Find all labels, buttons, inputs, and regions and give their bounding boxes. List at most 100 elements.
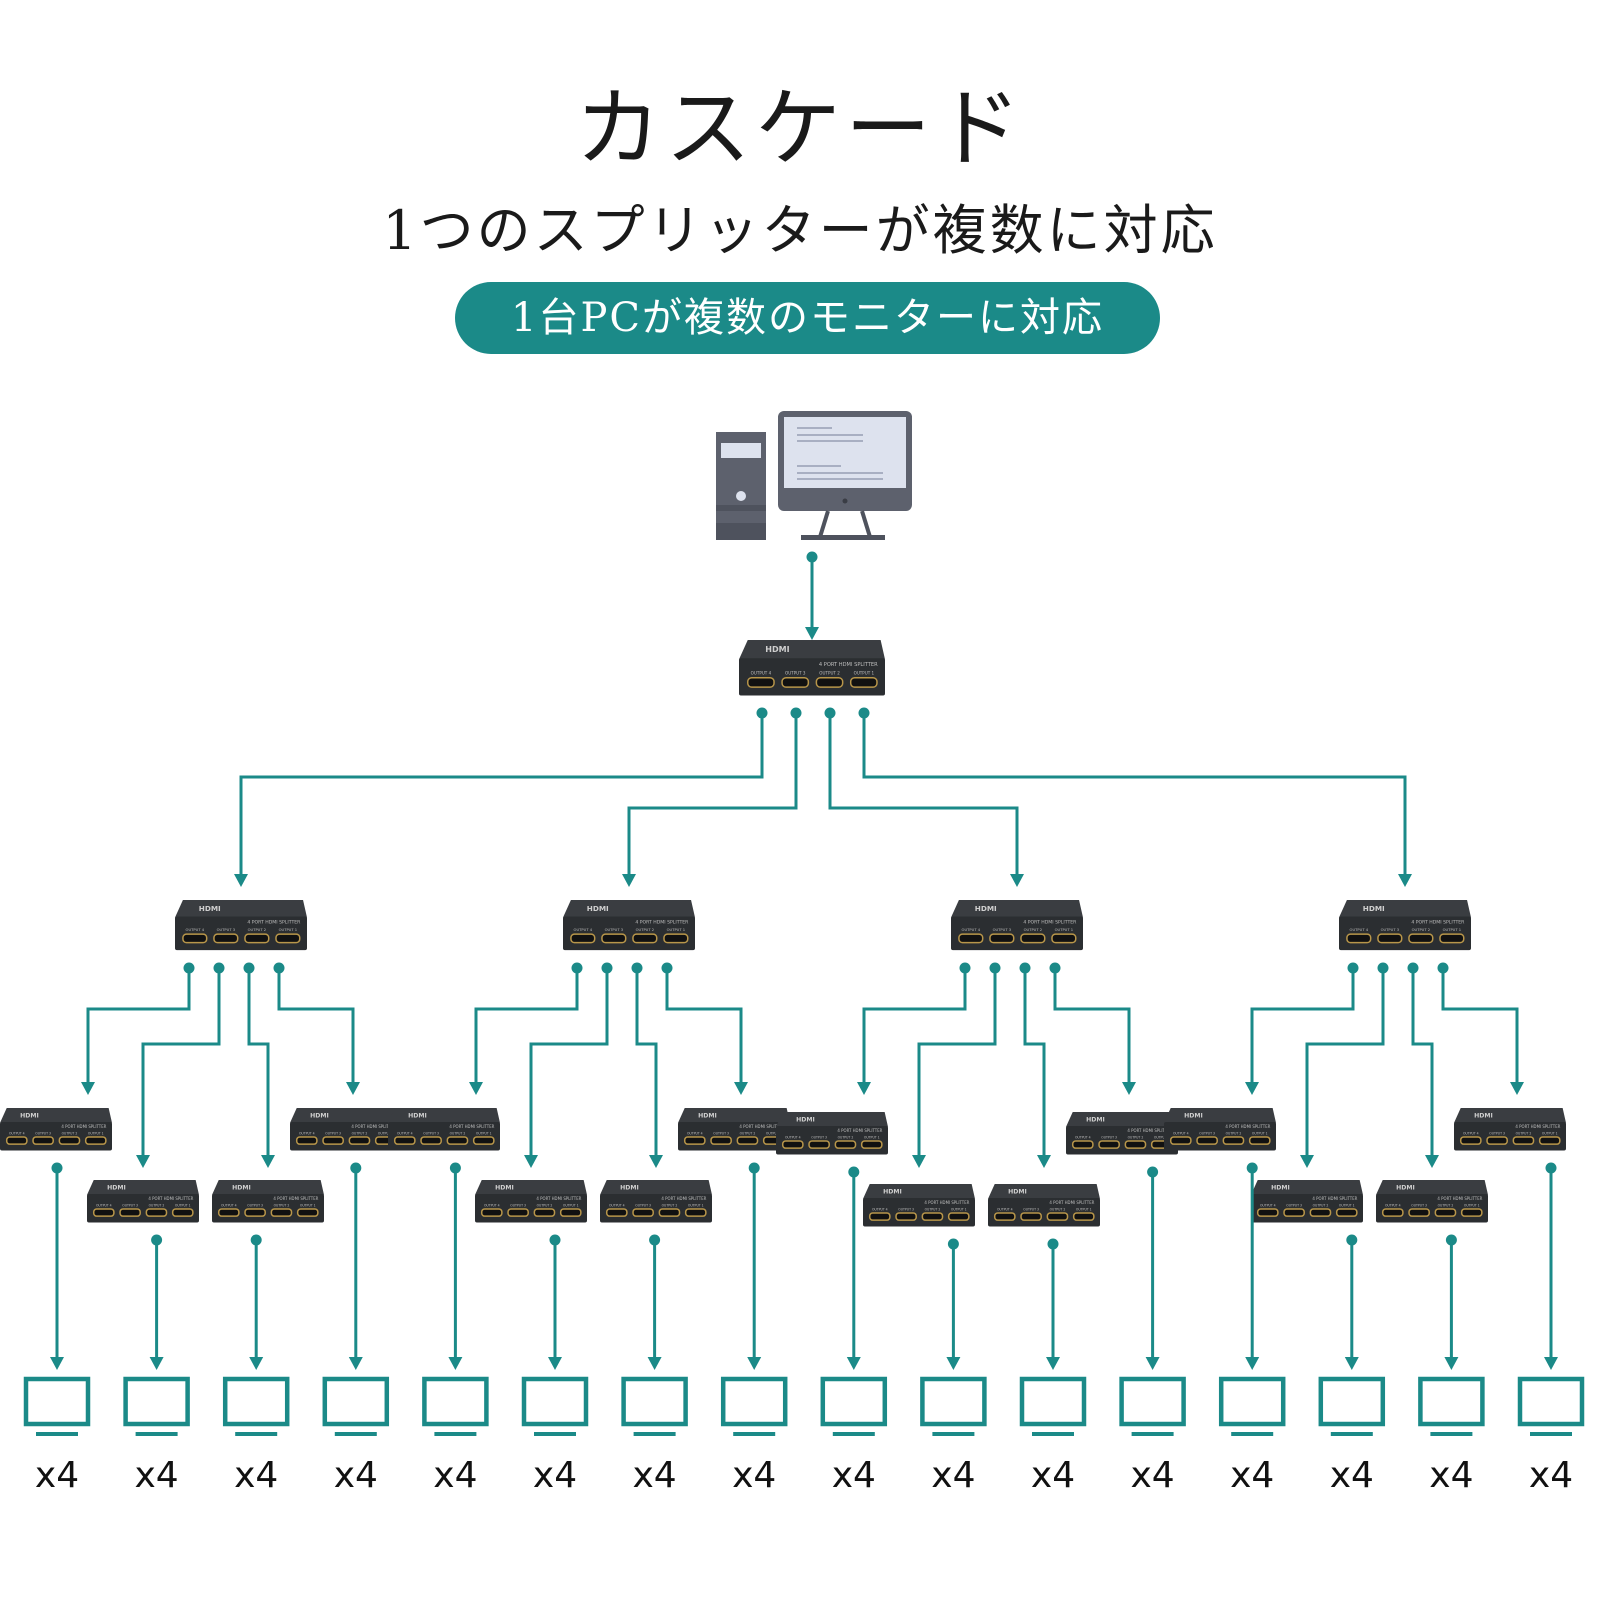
monitor-frame xyxy=(521,1376,589,1427)
page-title: カスケード xyxy=(575,79,1025,179)
splitter-brand: HDMI xyxy=(1086,1116,1105,1123)
port-label: OUTPUT 2 xyxy=(662,1203,678,1207)
splitter-front xyxy=(290,1122,402,1151)
port-label: OUTPUT 4 xyxy=(9,1131,25,1135)
monitor-icon xyxy=(1517,1376,1585,1436)
hdmi-port xyxy=(632,933,658,944)
splitter-front xyxy=(175,916,307,951)
port-label: OUTPUT 2 xyxy=(1226,1131,1242,1135)
hdmi-port xyxy=(1098,1140,1120,1149)
splitter-front xyxy=(600,1194,712,1223)
connector-line xyxy=(862,713,1407,874)
hdmi-port xyxy=(348,1136,371,1145)
hdmi-port xyxy=(570,933,596,944)
connector-line xyxy=(627,713,798,874)
monitor-count-label: x4 xyxy=(931,1455,975,1496)
arrow-head xyxy=(1510,1082,1524,1095)
monitor-base xyxy=(1231,1432,1274,1436)
screen-text-line xyxy=(797,478,883,480)
connector-line xyxy=(665,968,743,1082)
splitter-top xyxy=(563,900,695,918)
port-label: OUTPUT 1 xyxy=(1154,1135,1170,1139)
port-label: OUTPUT 2 xyxy=(352,1131,368,1135)
port-label: OUTPUT 3 xyxy=(217,928,236,932)
splitter-brand: HDMI xyxy=(883,1188,902,1195)
hdmi-port xyxy=(1512,1136,1535,1145)
splitter-top xyxy=(1251,1180,1363,1195)
connector-line xyxy=(529,968,609,1155)
splitter-front xyxy=(388,1122,500,1151)
monitor-base xyxy=(334,1432,377,1436)
splitter-top xyxy=(863,1184,975,1199)
monitor-base xyxy=(932,1432,975,1436)
splitter-model: 4 PORT HDMI SPLITTER xyxy=(61,1124,106,1129)
splitter-model: 4 PORT HDMI SPLITTER xyxy=(1411,920,1465,926)
port-label: OUTPUT 1 xyxy=(1252,1131,1268,1135)
splitter-top xyxy=(475,1180,587,1195)
splitter-top xyxy=(212,1180,324,1195)
port-label: OUTPUT 2 xyxy=(248,928,267,932)
arrow-head xyxy=(234,874,248,887)
port-label: OUTPUT 3 xyxy=(510,1203,526,1207)
port-label: OUTPUT 1 xyxy=(88,1131,104,1135)
splitter-top xyxy=(175,900,307,918)
monitor-count-label: x4 xyxy=(832,1455,876,1496)
arrow-head xyxy=(1344,1357,1359,1370)
hdmi-port xyxy=(5,1136,28,1145)
hdmi-port xyxy=(601,933,627,944)
port-label: OUTPUT 1 xyxy=(175,1203,191,1207)
arrow-head xyxy=(261,1155,275,1168)
port-label: OUTPUT 4 xyxy=(397,1131,413,1135)
monitor-camera xyxy=(842,498,848,504)
monitor-count-label: x4 xyxy=(134,1455,178,1496)
arrow-head xyxy=(1046,1357,1060,1370)
arrow-head xyxy=(1145,1357,1160,1370)
arrow-head xyxy=(548,1357,562,1370)
hdmi-port xyxy=(658,1208,681,1217)
port-label: OUTPUT 2 xyxy=(819,670,840,675)
monitor-count-label: x4 xyxy=(433,1455,477,1496)
monitor-base xyxy=(733,1432,776,1436)
port-label: OUTPUT 2 xyxy=(1438,1203,1454,1207)
splitter-brand: HDMI xyxy=(1474,1112,1493,1119)
splitter-model: 4 PORT HDMI SPLITTER xyxy=(1437,1196,1482,1201)
splitter-brand: HDMI xyxy=(408,1112,427,1119)
splitter-front xyxy=(87,1194,199,1223)
monitor-icon xyxy=(1019,1376,1087,1436)
port-label: OUTPUT 4 xyxy=(751,670,772,675)
hdmi-port xyxy=(868,1212,891,1221)
hdmi-port xyxy=(420,1136,442,1145)
hdmi-port xyxy=(632,1208,654,1217)
splitter-top xyxy=(951,900,1083,918)
splitter-front xyxy=(212,1194,324,1223)
monitor-base xyxy=(135,1432,178,1436)
port-label: OUTPUT 3 xyxy=(1489,1131,1505,1135)
connector-line xyxy=(1441,968,1519,1082)
monitor-icon xyxy=(422,1376,489,1436)
connector-line xyxy=(277,968,355,1082)
monitor-base xyxy=(434,1432,477,1436)
pc-tower-base xyxy=(716,523,766,540)
hdmi-port xyxy=(1196,1136,1218,1145)
hdmi-port xyxy=(472,1136,495,1145)
arrow-head xyxy=(857,1082,871,1095)
hdmi-port xyxy=(1071,1140,1094,1149)
splitter-model: 4 PORT HDMI SPLITTER xyxy=(351,1124,396,1129)
hdmi-port xyxy=(815,676,844,688)
hdmi-port xyxy=(1377,933,1403,944)
monitor-frame xyxy=(720,1376,788,1427)
hdmi-port xyxy=(1124,1140,1147,1149)
port-label: OUTPUT 2 xyxy=(1128,1135,1144,1139)
splitter-front xyxy=(1066,1126,1178,1155)
hdmi-port xyxy=(1439,933,1465,944)
splitter-model: 4 PORT HDMI SPLITTER xyxy=(449,1124,494,1129)
arrow-head xyxy=(348,1357,363,1370)
hdmi-port xyxy=(1346,933,1372,944)
screen-text-line xyxy=(797,465,841,467)
port-label: OUTPUT 3 xyxy=(1023,1207,1039,1211)
arrow-head xyxy=(1444,1357,1459,1370)
splitter-brand: HDMI xyxy=(587,904,609,913)
